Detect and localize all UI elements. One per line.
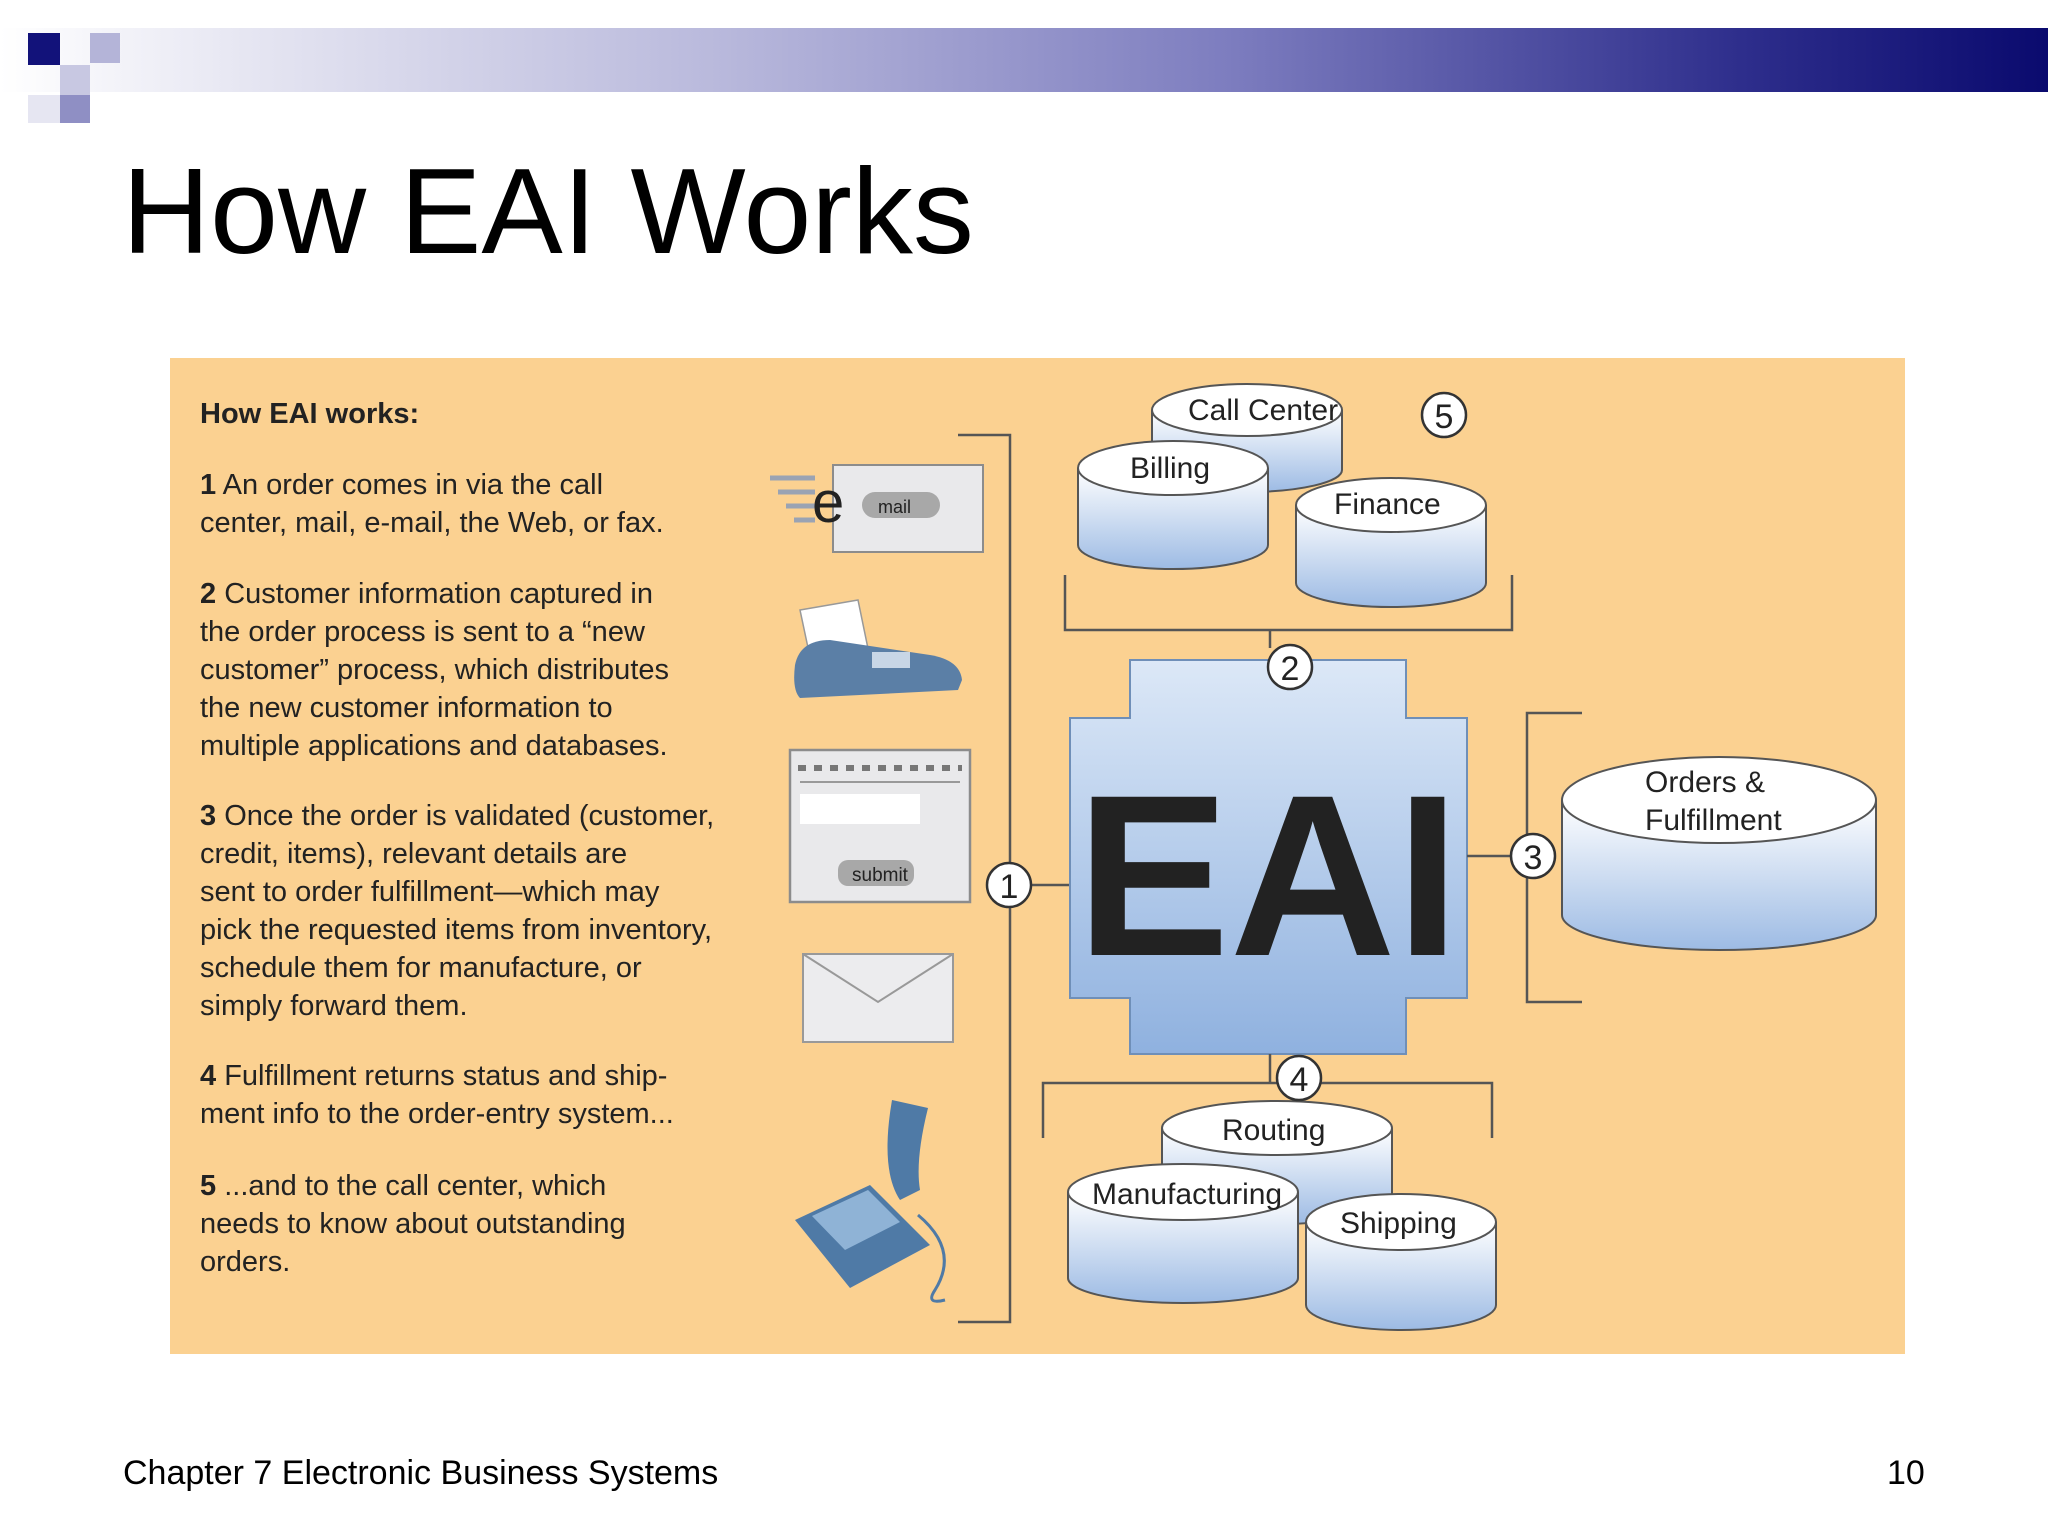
corner-square [60, 95, 90, 123]
database-label: Shipping [1340, 1207, 1457, 1240]
envelope-icon [802, 953, 954, 1043]
figure-heading: How EAI works: [200, 398, 420, 430]
step-line: pick the requested items from inventory, [200, 914, 713, 946]
corner-square [28, 95, 60, 123]
step-number: 3 [200, 800, 217, 832]
marker-2: 2 [1266, 643, 1314, 691]
step-line: multiple applications and databases. [200, 730, 668, 762]
step-line: customer” process, which distributes [200, 654, 669, 686]
marker-5: 5 [1420, 391, 1468, 439]
email-letter: e [812, 470, 844, 535]
marker-number: 1 [1000, 868, 1019, 906]
step-line: the order process is sent to a “new [200, 616, 645, 648]
fax-machine-icon [794, 599, 962, 698]
step-number: 2 [200, 578, 217, 610]
step-line: 2 Customer information captured in [200, 575, 669, 613]
step-line: sent to order fulfillment—which may [200, 876, 660, 908]
top-database-bracket [1063, 575, 1514, 648]
step-line-text: Once the order is validated (customer, [224, 800, 715, 832]
marker-1: 1 [985, 861, 1033, 909]
mail-button [862, 492, 940, 518]
step-line-text: ...and to the call center, which [224, 1170, 607, 1202]
step-line: 5 ...and to the call center, which [200, 1167, 626, 1205]
step-line: the new customer information to [200, 692, 613, 724]
step-line: simply forward them. [200, 990, 468, 1022]
database-label: Call Center [1188, 394, 1338, 427]
marker-number: 3 [1524, 839, 1543, 877]
database-label: Fulfillment [1645, 804, 1782, 837]
marker-number: 2 [1281, 650, 1300, 688]
database-label: Manufacturing [1092, 1178, 1282, 1211]
marker-4: 4 [1275, 1054, 1323, 1102]
marker-number: 4 [1290, 1061, 1309, 1099]
mail-button-label: mail [878, 497, 911, 517]
step-line: 3 Once the order is validated (customer, [200, 797, 714, 835]
database-label: Routing [1222, 1114, 1325, 1147]
database-manufacturing: Manufacturing [1067, 1163, 1299, 1304]
submit-button-label: submit [852, 865, 909, 886]
database-shipping: Shipping [1305, 1193, 1497, 1331]
step-line: schedule them for manufacture, or [200, 952, 642, 984]
marker-3: 3 [1509, 832, 1557, 880]
step-line-text: An order comes in via the call [222, 469, 604, 501]
step-line-text: Customer information captured in [224, 578, 653, 610]
step-line: 1 An order comes in via the call [200, 466, 664, 504]
step-number: 4 [200, 1060, 217, 1092]
step-line: center, mail, e-mail, the Web, or fax. [200, 507, 664, 539]
corner-square [90, 33, 120, 63]
database-label: Finance [1334, 488, 1441, 521]
bottom-database-bracket [1041, 1054, 1494, 1138]
step-line: needs to know about outstanding [200, 1208, 626, 1240]
step-4-text: 4 Fulfillment returns status and ship- m… [200, 1057, 674, 1133]
submit-button [838, 860, 914, 886]
step-line: ment info to the order-entry system... [200, 1098, 674, 1130]
database-billing: Billing [1077, 440, 1269, 570]
step-line: credit, items), relevant details are [200, 838, 628, 870]
step-number: 1 [200, 469, 217, 501]
step-line-text: Fulfillment returns status and ship- [224, 1060, 668, 1092]
title-bar-gradient [0, 28, 2048, 92]
step-line: orders. [200, 1246, 291, 1278]
eai-hub: EAI [1069, 659, 1468, 1055]
database-label: Orders & [1645, 766, 1765, 799]
telephone-icon [795, 1100, 946, 1303]
step-number: 5 [200, 1170, 217, 1202]
eai-label: EAI [1076, 747, 1459, 1004]
step-line: 4 Fulfillment returns status and ship- [200, 1057, 674, 1095]
database-label: Billing [1130, 452, 1210, 485]
corner-square [60, 65, 90, 95]
database-finance: Finance [1295, 477, 1487, 608]
footer-chapter: Chapter 7 Electronic Business Systems [123, 1454, 719, 1492]
page-number: 10 [1887, 1454, 1925, 1492]
step-3-text: 3 Once the order is validated (customer,… [200, 797, 714, 1025]
step-1-text: 1 An order comes in via the call center,… [200, 466, 664, 542]
database-orders-fulfillment: Orders & Fulfillment [1561, 756, 1877, 951]
corner-square [28, 33, 60, 65]
step-2-text: 2 Customer information captured in the o… [200, 575, 669, 765]
email-icon: e mail [770, 464, 984, 553]
marker-number: 5 [1435, 398, 1454, 436]
step-5-text: 5 ...and to the call center, which needs… [200, 1167, 626, 1281]
web-form-icon: submit [788, 748, 972, 904]
slide-title: How EAI Works [122, 143, 974, 279]
